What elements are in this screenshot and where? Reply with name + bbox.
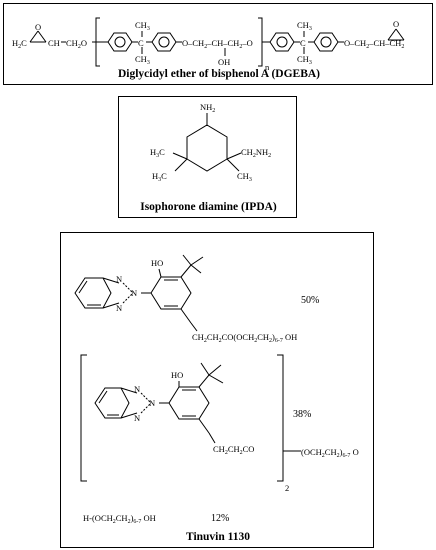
svg-text:N: N xyxy=(116,274,122,284)
svg-text:O: O xyxy=(393,19,399,29)
svg-text:N: N xyxy=(134,384,140,394)
component-1-tail: CH2CH2CO(OCH2CH2)6-7 OH xyxy=(192,332,297,344)
tinuvin-structure: N N N HO CH2CH2CO(OCH2CH2)6-7 OH 50% 2 xyxy=(74,254,359,525)
svg-text:CH2NH2: CH2NH2 xyxy=(241,147,271,159)
component-2-tail-left: CH2CH2CO xyxy=(213,444,254,456)
svg-text:O–CH2–CH–CH2: O–CH2–CH–CH2 xyxy=(344,38,404,50)
ipda-structure: NH2 CH2NH2 CH3 H3C H3C xyxy=(150,102,271,183)
atom-h2c: H2C xyxy=(12,38,27,50)
benzene-ring xyxy=(74,277,112,309)
svg-text:CH2O: CH2O xyxy=(66,38,87,50)
svg-text:CH3: CH3 xyxy=(297,54,312,66)
repeat-n: n xyxy=(265,62,270,72)
svg-text:N: N xyxy=(149,398,155,408)
svg-text:N: N xyxy=(116,303,122,313)
component-3-percent: 12% xyxy=(211,513,229,524)
component-3-formula: H-(OCH2CH2)6-7 OH xyxy=(83,513,156,525)
component-2: 2 N N N HO CH2CH2CO (OCH2CH2)6- xyxy=(80,354,359,493)
dgeba-panel: H2C O CH CH2O C CH3 CH3 O–CH2–CH–CH2–O O… xyxy=(3,3,433,85)
component-1: N N N HO CH2CH2CO(OCH2CH2)6-7 OH 50% xyxy=(74,254,319,344)
cyclohexane-ring xyxy=(186,124,228,172)
component-1-percent: 50% xyxy=(301,295,319,306)
svg-text:CH3: CH3 xyxy=(135,54,150,66)
benzene-ring xyxy=(107,32,133,52)
svg-text:O: O xyxy=(35,22,41,32)
svg-text:C: C xyxy=(300,38,306,48)
tinuvin-panel: N N N HO CH2CH2CO(OCH2CH2)6-7 OH 50% 2 xyxy=(60,232,374,548)
ipda-caption: Isophorone diamine (IPDA) xyxy=(140,201,277,213)
svg-text:NH2: NH2 xyxy=(200,102,215,114)
tinuvin-caption: Tinuvin 1130 xyxy=(185,531,251,543)
component-2-multiplier: 2 xyxy=(285,483,289,493)
svg-text:H3C: H3C xyxy=(152,171,167,183)
component-3: H-(OCH2CH2)6-7 OH 12% xyxy=(83,513,229,525)
svg-text:CH3: CH3 xyxy=(135,20,150,32)
svg-text:H3C: H3C xyxy=(150,147,165,159)
svg-text:CH: CH xyxy=(48,38,60,48)
component-2-percent: 38% xyxy=(293,409,311,420)
svg-text:N: N xyxy=(131,288,137,298)
component-2-tail-right: (OCH2CH2)6-7 O xyxy=(301,447,359,459)
svg-text:HO: HO xyxy=(151,258,163,268)
svg-text:OH: OH xyxy=(218,57,230,67)
svg-text:C: C xyxy=(138,38,144,48)
svg-text:O–CH2–CH–CH2–O: O–CH2–CH–CH2–O xyxy=(182,38,253,50)
svg-text:CH3: CH3 xyxy=(237,171,252,183)
dgeba-structure: H2C O CH CH2O C CH3 CH3 O–CH2–CH–CH2–O O… xyxy=(12,17,405,72)
ipda-panel: NH2 CH2NH2 CH3 H3C H3C Isophorone diamin… xyxy=(118,96,297,218)
svg-text:N: N xyxy=(134,413,140,423)
dgeba-caption: Diglycidyl ether of bisphenol A (DGEBA) xyxy=(117,68,320,80)
svg-text:CH3: CH3 xyxy=(297,20,312,32)
svg-text:HO: HO xyxy=(171,370,183,380)
